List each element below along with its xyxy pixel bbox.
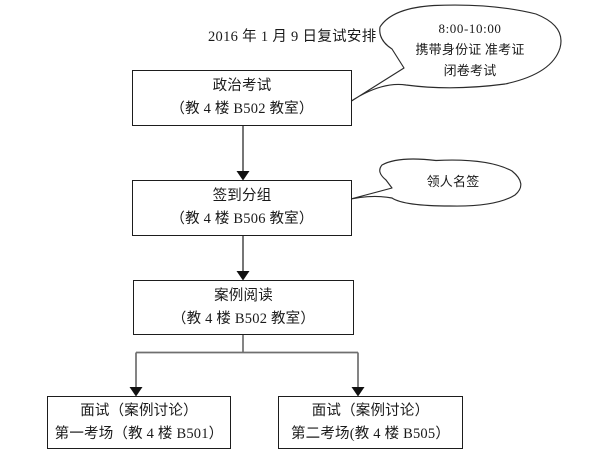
- node-title-line: 面试（案例讨论）: [80, 402, 198, 419]
- node-location-line: （教 4 楼 B506 教室）: [170, 211, 314, 227]
- node-location-line: （教 4 楼 B502 教室）: [171, 310, 316, 327]
- connector-exam-to-signin: [236, 126, 250, 181]
- node-location-line: 第二考场(教 4 楼 B505）: [290, 425, 451, 442]
- node-title-line: 面试（案例讨论）: [311, 402, 430, 419]
- callout-bubble-signin-note: [344, 158, 522, 207]
- node-location-line: 第一考场（教 4 楼 B501）: [54, 425, 224, 442]
- page-title: 2016 年 1 月 9 日复试安排: [208, 29, 377, 45]
- node-title-line: 签到分组: [212, 188, 272, 204]
- node-interview-room-1[interactable]: 面试（案例讨论） 第一考场（教 4 楼 B501）: [47, 396, 231, 449]
- node-title-line: 案例阅读: [214, 287, 273, 304]
- node-political-exam[interactable]: 政治考试 （教 4 楼 B502 教室）: [132, 70, 352, 126]
- node-title-line: 政治考试: [212, 78, 272, 94]
- connector-reading-to-interviews: [129, 335, 365, 397]
- node-case-reading[interactable]: 案例阅读 （教 4 楼 B502 教室）: [133, 280, 354, 335]
- node-signin-grouping[interactable]: 签到分组 （教 4 楼 B506 教室）: [132, 180, 352, 236]
- node-interview-room-2[interactable]: 面试（案例讨论） 第二考场(教 4 楼 B505）: [278, 396, 463, 449]
- callout-bubble-exam-note: [345, 4, 562, 106]
- connector-signin-to-reading: [236, 236, 250, 281]
- node-location-line: （教 4 楼 B502 教室）: [170, 101, 314, 117]
